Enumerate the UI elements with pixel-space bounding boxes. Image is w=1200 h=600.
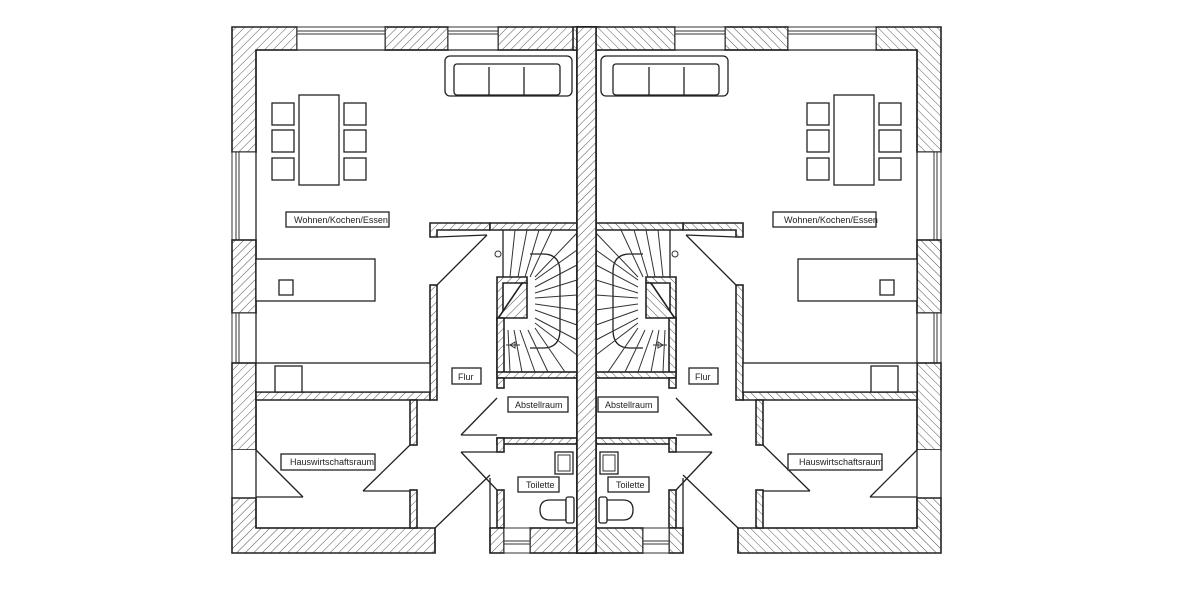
room-label-text: Abstellraum — [605, 400, 653, 410]
room-label-text: Abstellraum — [515, 400, 563, 410]
room-label-text: Toilette — [616, 480, 645, 490]
room-label-text: Wohnen/Kochen/Essen — [294, 215, 388, 225]
unit-right — [572, 26, 942, 554]
room-label-hall-right: Flur — [688, 367, 719, 385]
room-label-utility-left: Hauswirtschaftsraum — [280, 453, 376, 471]
room-label-storage-left: Abstellraum — [507, 396, 569, 413]
room-label-text: Toilette — [526, 480, 555, 490]
room-label-utility-right: Hauswirtschaftsraum — [787, 453, 883, 471]
room-label-text: Hauswirtschaftsraum — [290, 457, 374, 467]
room-label-wc-right: Toilette — [607, 476, 650, 493]
room-label-living-right: Wohnen/Kochen/Essen — [772, 211, 878, 228]
party-wall — [576, 26, 597, 554]
room-label-hall-left: Flur — [451, 367, 482, 385]
room-label-text: Flur — [458, 372, 474, 382]
unit-left — [231, 26, 601, 554]
room-label-living-left: Wohnen/Kochen/Essen — [285, 211, 390, 228]
room-label-wc-left: Toilette — [517, 476, 560, 493]
room-label-text: Flur — [695, 372, 711, 382]
room-label-text: Hauswirtschaftsraum — [799, 457, 883, 467]
room-label-text: Wohnen/Kochen/Essen — [784, 215, 878, 225]
room-label-storage-right: Abstellraum — [597, 396, 659, 413]
